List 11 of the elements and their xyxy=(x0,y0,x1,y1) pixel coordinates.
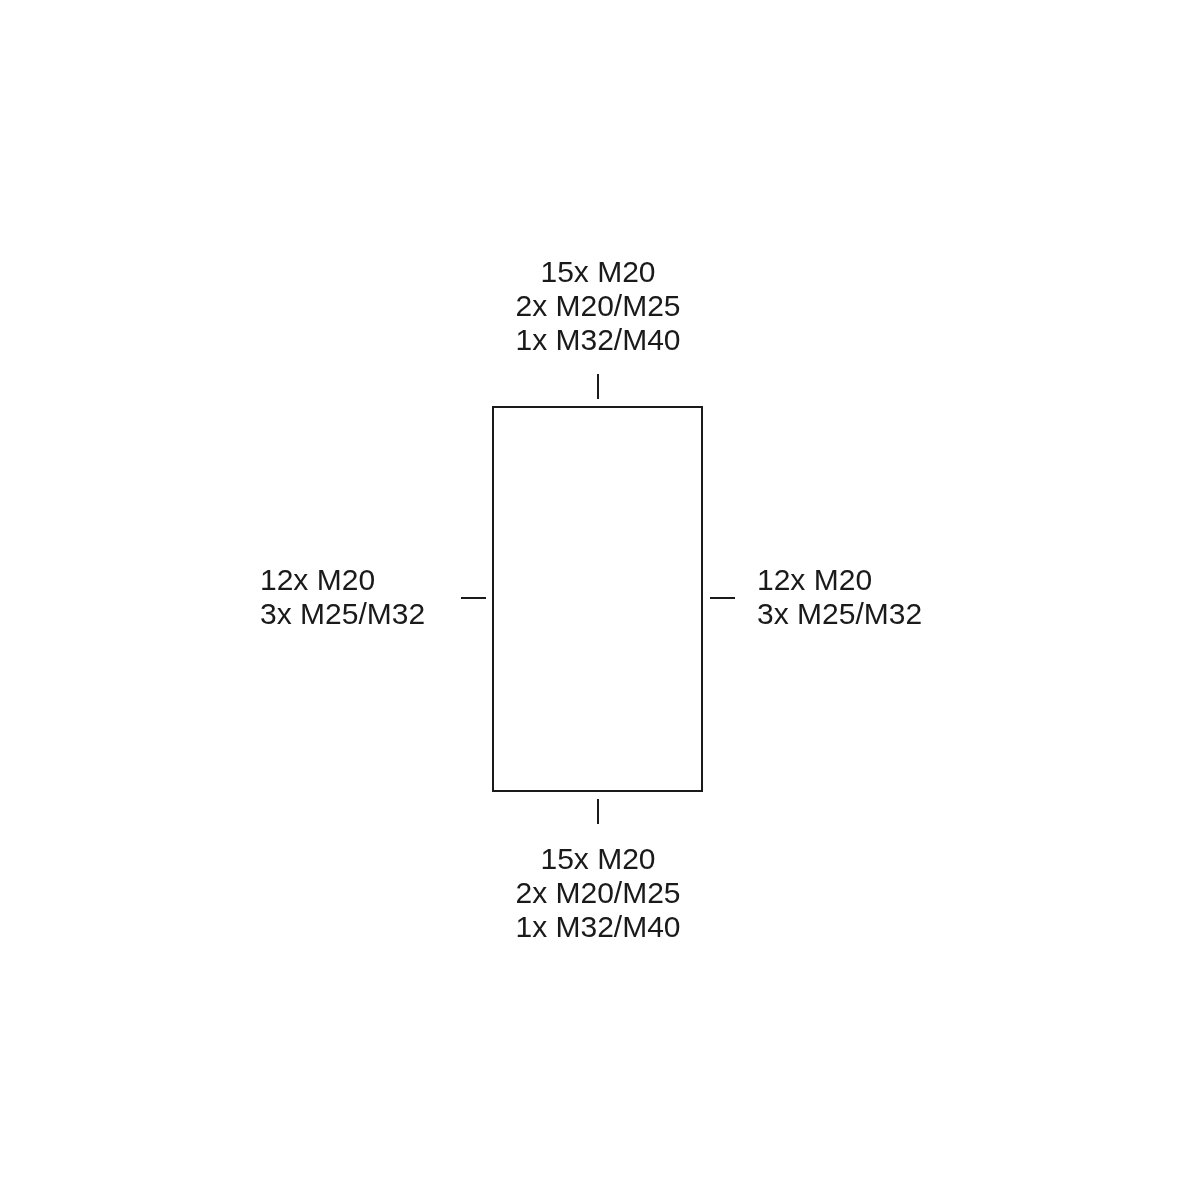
enclosure-outline xyxy=(492,406,703,792)
entry-count-label: 12x M20 xyxy=(260,563,376,597)
entry-count-label: 3x M25/M32 xyxy=(260,597,426,631)
entry-count-label: 1x M32/M40 xyxy=(515,910,681,944)
entry-count-label: 2x M20/M25 xyxy=(515,876,681,910)
entry-count-label: 15x M20 xyxy=(540,842,656,876)
entry-count-label: 2x M20/M25 xyxy=(515,289,681,323)
entry-count-label: 3x M25/M32 xyxy=(757,597,923,631)
entry-count-label: 15x M20 xyxy=(540,255,656,289)
entry-count-label: 12x M20 xyxy=(757,563,873,597)
entry-count-label: 1x M32/M40 xyxy=(515,323,681,357)
